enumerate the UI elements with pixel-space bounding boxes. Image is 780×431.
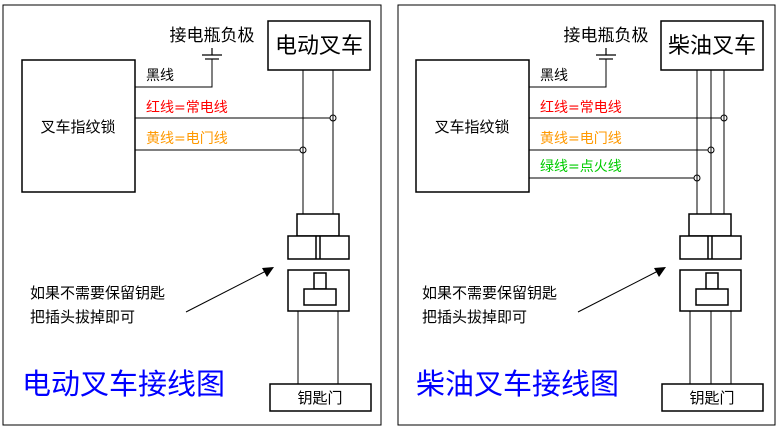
battery-negative-label: 接电瓶负极 xyxy=(170,26,255,46)
key-switch-label: 钥匙门 xyxy=(689,389,734,407)
truck-label: 电动叉车 xyxy=(275,34,363,59)
fingerprint-lock-label: 叉车指纹锁 xyxy=(434,118,509,136)
connector-plug xyxy=(287,213,350,312)
green-wire-label: 绿线=点火线 xyxy=(540,159,622,175)
black-wire-label: 黑线 xyxy=(146,68,174,84)
wires xyxy=(529,59,724,179)
yellow-wire-label: 黄线=电门线 xyxy=(146,130,228,147)
key-switch-label: 钥匙门 xyxy=(297,389,342,407)
note-line-2: 把插头拔掉即可 xyxy=(30,308,135,326)
fingerprint-lock-label: 叉车指纹锁 xyxy=(40,118,115,136)
key-switch-wires xyxy=(297,311,339,384)
harness xyxy=(696,70,725,214)
ground-icon xyxy=(596,48,616,60)
connector-plug xyxy=(679,213,742,312)
black-wire xyxy=(135,59,213,88)
fingerprint-lock-box xyxy=(415,59,530,193)
black-wire xyxy=(529,59,607,88)
diagram-title: 柴油叉车接线图 xyxy=(416,367,619,401)
red-wire-label: 红线=常电线 xyxy=(540,100,622,116)
ground-icon xyxy=(202,48,222,60)
wires xyxy=(135,59,333,151)
note-line-1: 如果不需要保留钥匙 xyxy=(422,284,557,302)
note-line-2: 把插头拔掉即可 xyxy=(422,308,527,326)
fingerprint-lock-box xyxy=(21,59,136,193)
yellow-wire-label: 黄线=电门线 xyxy=(540,130,622,147)
harness xyxy=(302,70,334,214)
truck-label: 柴油叉车 xyxy=(668,34,756,59)
truck-box xyxy=(267,20,371,71)
key-switch-box xyxy=(661,383,764,412)
diagram-title: 电动叉车接线图 xyxy=(22,367,225,401)
arrow-icon xyxy=(185,267,274,313)
truck-box xyxy=(660,20,764,71)
panel-frame xyxy=(2,4,382,426)
note-line-1: 如果不需要保留钥匙 xyxy=(30,284,165,302)
key-switch-box xyxy=(269,383,372,412)
arrow-icon xyxy=(577,267,666,313)
key-switch-wires xyxy=(689,311,732,384)
panel-frame xyxy=(397,4,776,426)
black-wire-label: 黑线 xyxy=(540,68,568,84)
red-wire-label: 红线=常电线 xyxy=(146,100,228,116)
diesel-forklift-panel: 柴油叉车 接电瓶负极 叉车指纹锁 黑线 红线=常电线 黄线=电门线 绿线=点火线 xyxy=(397,4,776,426)
battery-negative-label: 接电瓶负极 xyxy=(564,26,649,46)
electric-forklift-panel: 电动叉车 接电瓶负极 叉车指纹锁 黑线 红线=常电线 黄线=电门线 xyxy=(2,4,382,426)
